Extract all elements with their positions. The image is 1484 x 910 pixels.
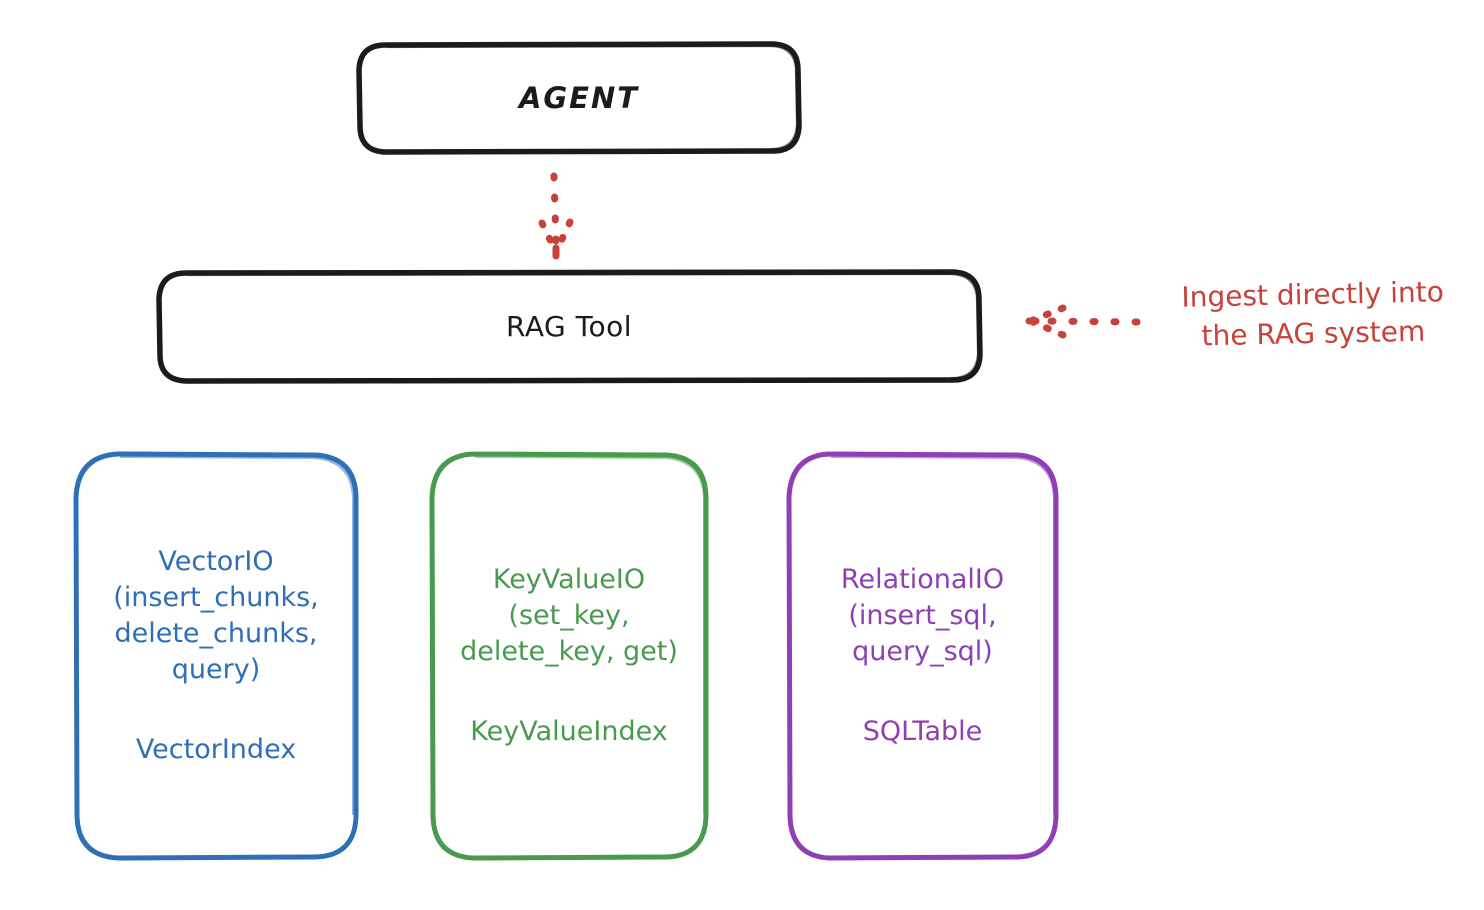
node-rag-tool[interactable]: RAG Tool	[156, 269, 983, 384]
vector-io-index: VectorIndex	[135, 733, 297, 765]
annotation-ingest-directly: Ingest directly into the RAG system	[1181, 275, 1445, 352]
key-value-io-index: KeyValueIndex	[470, 715, 668, 747]
node-vector-io[interactable]: VectorIO (insert_chunks, delete_chunks, …	[72, 450, 360, 862]
node-agent[interactable]: AGENT	[356, 41, 802, 155]
node-relational-io[interactable]: RelationalIO (insert_sql, query_sql) SQL…	[785, 450, 1060, 862]
relational-io-title: RelationalIO (insert_sql, query_sql)	[840, 564, 1005, 667]
vector-io-title: VectorIO (insert_chunks, delete_chunks, …	[113, 546, 319, 685]
node-key-value-io[interactable]: KeyValueIO (set_key, delete_key, get) Ke…	[428, 450, 710, 862]
rag-tool-label: RAG Tool	[506, 310, 632, 343]
relational-io-index: SQLTable	[862, 715, 983, 747]
key-value-io-title: KeyValueIO (set_key, delete_key, get)	[460, 564, 678, 667]
agent-label: AGENT	[518, 81, 640, 115]
